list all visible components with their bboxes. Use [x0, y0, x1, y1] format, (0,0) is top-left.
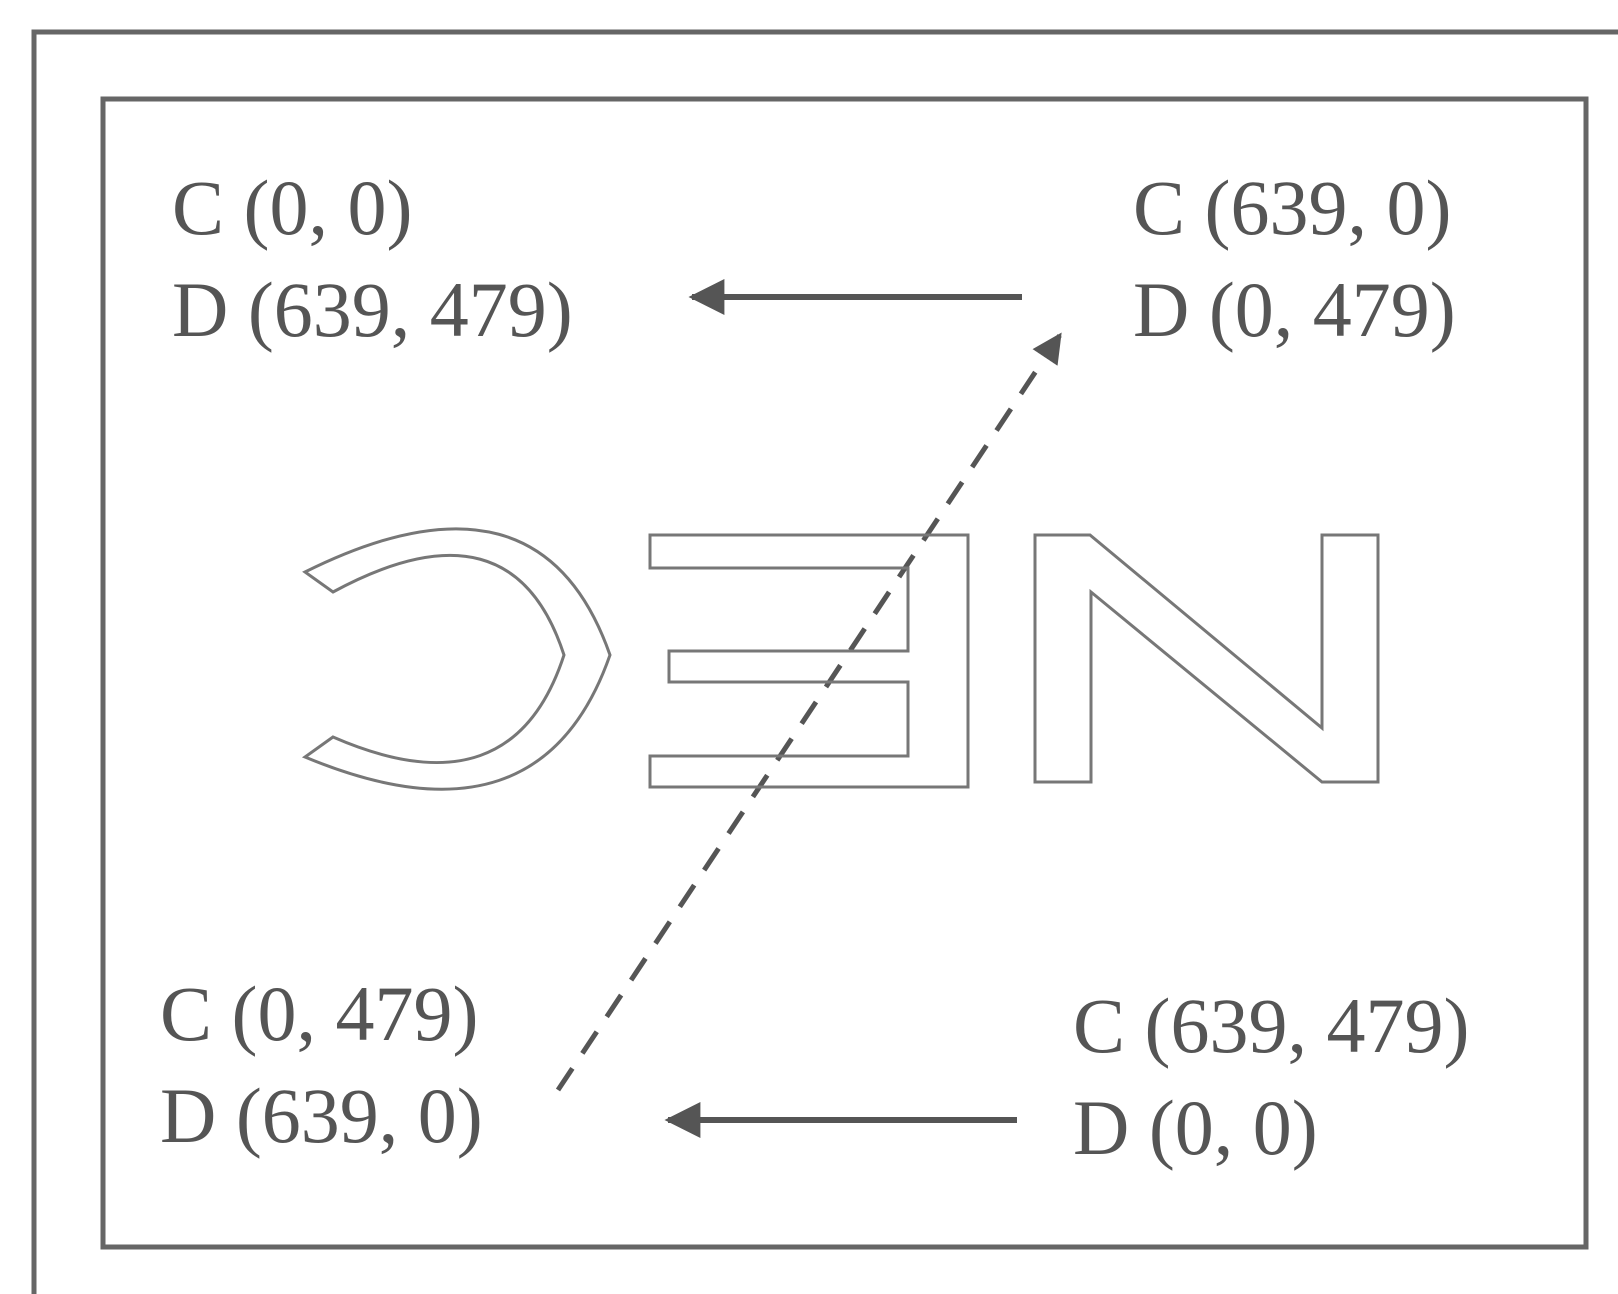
- mirrored-letter-e-outline: [648, 533, 970, 789]
- corner-bottom-right-d: D (0, 0): [1073, 1084, 1318, 1171]
- mirrored-logo: [301, 527, 1380, 791]
- corner-top-right-d: D (0, 479): [1133, 266, 1456, 353]
- corner-bottom-left-c: C (0, 479): [160, 970, 478, 1057]
- mirrored-letter-n-outline: [1033, 533, 1380, 784]
- corner-top-left-c: C (0, 0): [172, 164, 412, 251]
- mirrored-letter-c-outline: [301, 527, 612, 791]
- outer-frame: [31, 29, 1618, 1294]
- inner-frame: [100, 96, 1589, 1250]
- corner-bottom-right-c: C (639, 479): [1073, 982, 1469, 1069]
- corner-top-left: C (0, 0) D (639, 479): [172, 164, 573, 353]
- corner-top-left-d: D (639, 479): [172, 266, 573, 353]
- corner-bottom-right: C (639, 479) D (0, 0): [1073, 982, 1469, 1171]
- corner-top-right: C (639, 0) D (0, 479): [1133, 164, 1456, 353]
- corner-bottom-left: C (0, 479) D (639, 0): [160, 970, 483, 1159]
- corner-top-right-c: C (639, 0): [1133, 164, 1451, 251]
- corner-bottom-left-d: D (639, 0): [160, 1072, 483, 1159]
- diagonal-dashed-arrow: [555, 332, 1063, 1092]
